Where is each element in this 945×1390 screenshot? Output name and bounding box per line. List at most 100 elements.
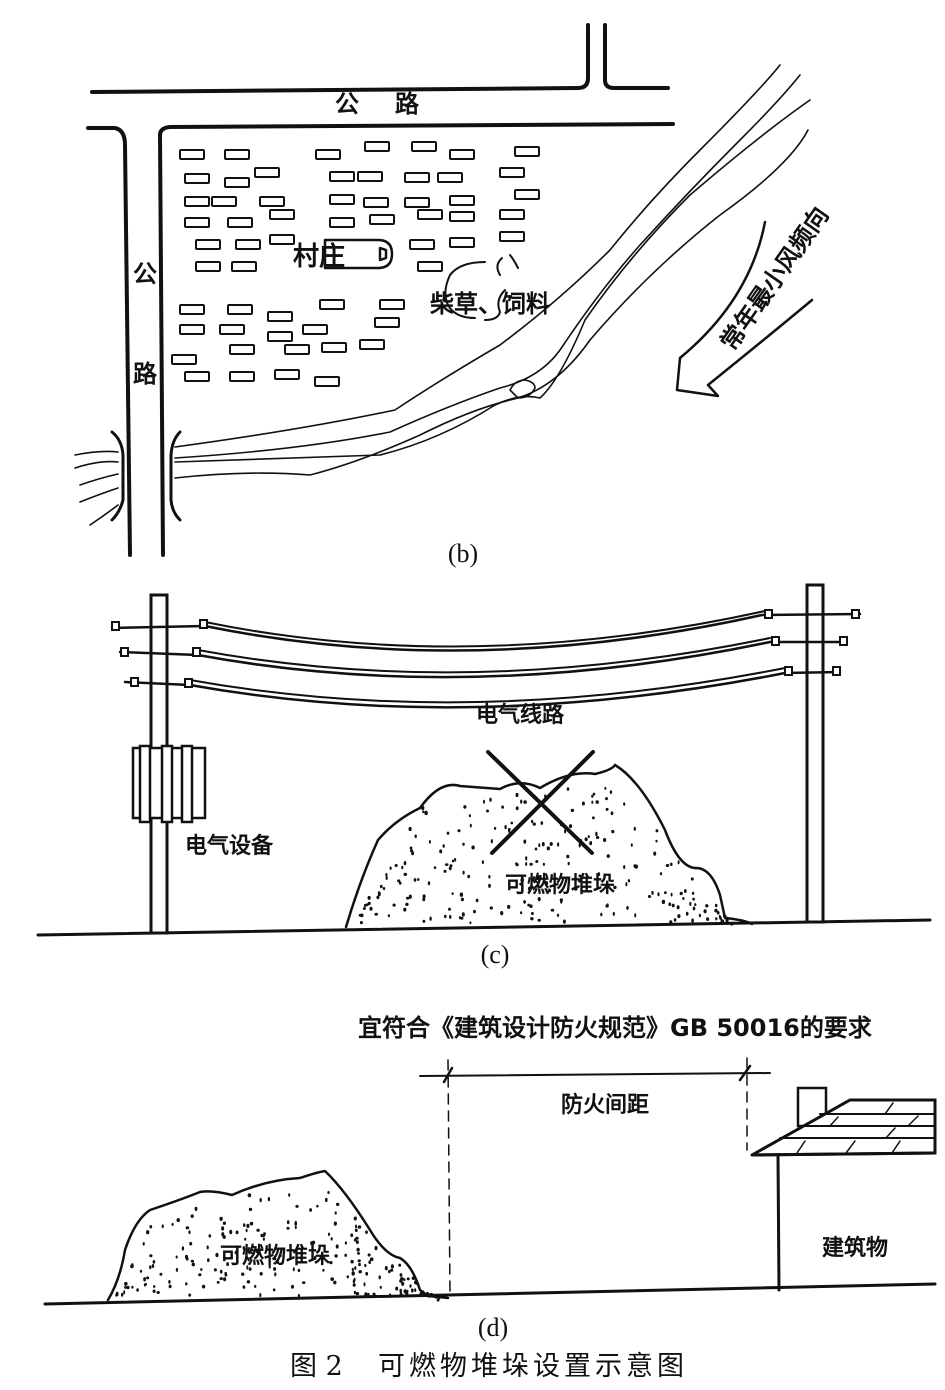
stipple-dot [549, 842, 553, 846]
house-icon [437, 172, 463, 183]
stipple-dot [291, 1284, 294, 1289]
stipple-dot [406, 1277, 410, 1281]
stipple-dot [690, 877, 694, 881]
stipple-dot [705, 904, 709, 908]
stipple-dot [335, 1244, 339, 1249]
stipple-dot [115, 1291, 119, 1296]
stipple-dot [483, 799, 485, 804]
roof [751, 1098, 937, 1157]
house-icon [195, 261, 221, 272]
stipple-dot [259, 1293, 262, 1298]
stipple-dot [241, 1272, 245, 1276]
stipple-dot [369, 906, 373, 911]
stipple-dot [714, 908, 718, 913]
ground-line-c [36, 918, 932, 937]
house-icon [235, 239, 261, 250]
stipple-dot [417, 878, 420, 881]
stipple-dot [694, 903, 697, 907]
stipple-dot [379, 1285, 382, 1289]
stipple-dot [223, 1277, 227, 1282]
stipple-dot [131, 1263, 134, 1268]
stipple-dot [409, 846, 413, 850]
stipple-dot [677, 914, 681, 919]
stipple-dot [351, 1271, 355, 1276]
house-icon [314, 376, 340, 387]
stipple-dot [387, 914, 390, 918]
stipple-dot [414, 1280, 418, 1285]
stipple-dot [219, 1269, 223, 1274]
stipple-dot [634, 864, 638, 869]
prohibited-cross-icon [486, 750, 595, 855]
stipple-dot [469, 921, 472, 925]
house-icon [329, 194, 355, 205]
stipple-dot [189, 1241, 193, 1246]
house-icon [417, 209, 443, 220]
stipple-dot [595, 836, 600, 839]
stipple-dot [422, 919, 426, 923]
house-icon [499, 209, 525, 220]
stipple-dot [446, 831, 450, 835]
stipple-dot [267, 1197, 271, 1202]
stipple-dot [670, 892, 673, 897]
stipple-dot [560, 899, 563, 904]
stipple-dot [510, 821, 514, 825]
fodder-outline-top [496, 254, 519, 276]
stipple-dot [490, 839, 493, 844]
stipple-dot [188, 1230, 191, 1235]
stipple-dot [369, 1257, 374, 1262]
house-icon [417, 261, 443, 272]
stipple-dot [255, 1249, 259, 1254]
stipple-dot [523, 900, 526, 904]
stipple-dot [605, 807, 609, 811]
fire-distance-label: 防火间距 [561, 1093, 649, 1118]
combustible-stack-label-d: 可燃物堆垛 [220, 1243, 330, 1269]
stipple-dot [121, 1292, 124, 1297]
stipple-dot [515, 862, 518, 866]
stipple-dot [633, 826, 636, 831]
power-lines [110, 609, 862, 709]
stipple-dot [589, 841, 593, 846]
house-icon [363, 197, 389, 208]
stipple-dot [399, 1273, 403, 1277]
stipple-dot [534, 847, 538, 851]
stipple-dot [321, 1257, 324, 1261]
stipple-dot [597, 872, 601, 877]
stipple-dot [294, 1222, 298, 1226]
stipple-dot [469, 823, 472, 828]
stipple-dot [385, 876, 388, 880]
stipple-dot [124, 1286, 127, 1289]
stipple-dot [216, 1281, 220, 1284]
house-icon [359, 339, 385, 350]
stipple-dot [604, 786, 607, 790]
stipple-dot [587, 835, 590, 839]
stipple-dot [451, 892, 454, 895]
stipple-dot [185, 1282, 188, 1286]
stipple-dot [504, 825, 507, 830]
stipple-dot [592, 816, 595, 820]
stipple-dot [171, 1223, 174, 1226]
stipple-dot [507, 828, 511, 831]
house-icon [449, 211, 475, 222]
stipple-dot [123, 1290, 126, 1295]
stipple-dot [442, 844, 445, 848]
stipple-dot [131, 1285, 134, 1289]
building-label: 建筑物 [822, 1235, 888, 1261]
stipple-dot [439, 849, 443, 854]
stipple-dot [377, 891, 381, 896]
house-icon [179, 304, 205, 315]
house-icon [514, 146, 540, 157]
stipple-dot [403, 1278, 406, 1281]
stipple-dot [584, 837, 588, 842]
stipple-dot [215, 1252, 219, 1258]
stipple-dot [530, 819, 534, 824]
stipple-dot [537, 884, 540, 889]
house-icon [409, 239, 435, 250]
stipple-dot [327, 1191, 330, 1194]
dimension-ticks [442, 1064, 752, 1084]
stipple-dot [367, 1292, 370, 1297]
stipple-dot [336, 1202, 340, 1206]
stipple-dot [460, 897, 464, 902]
stipple-dot [367, 895, 371, 900]
stipple-dot [359, 921, 363, 925]
stipple-dot [454, 858, 457, 862]
